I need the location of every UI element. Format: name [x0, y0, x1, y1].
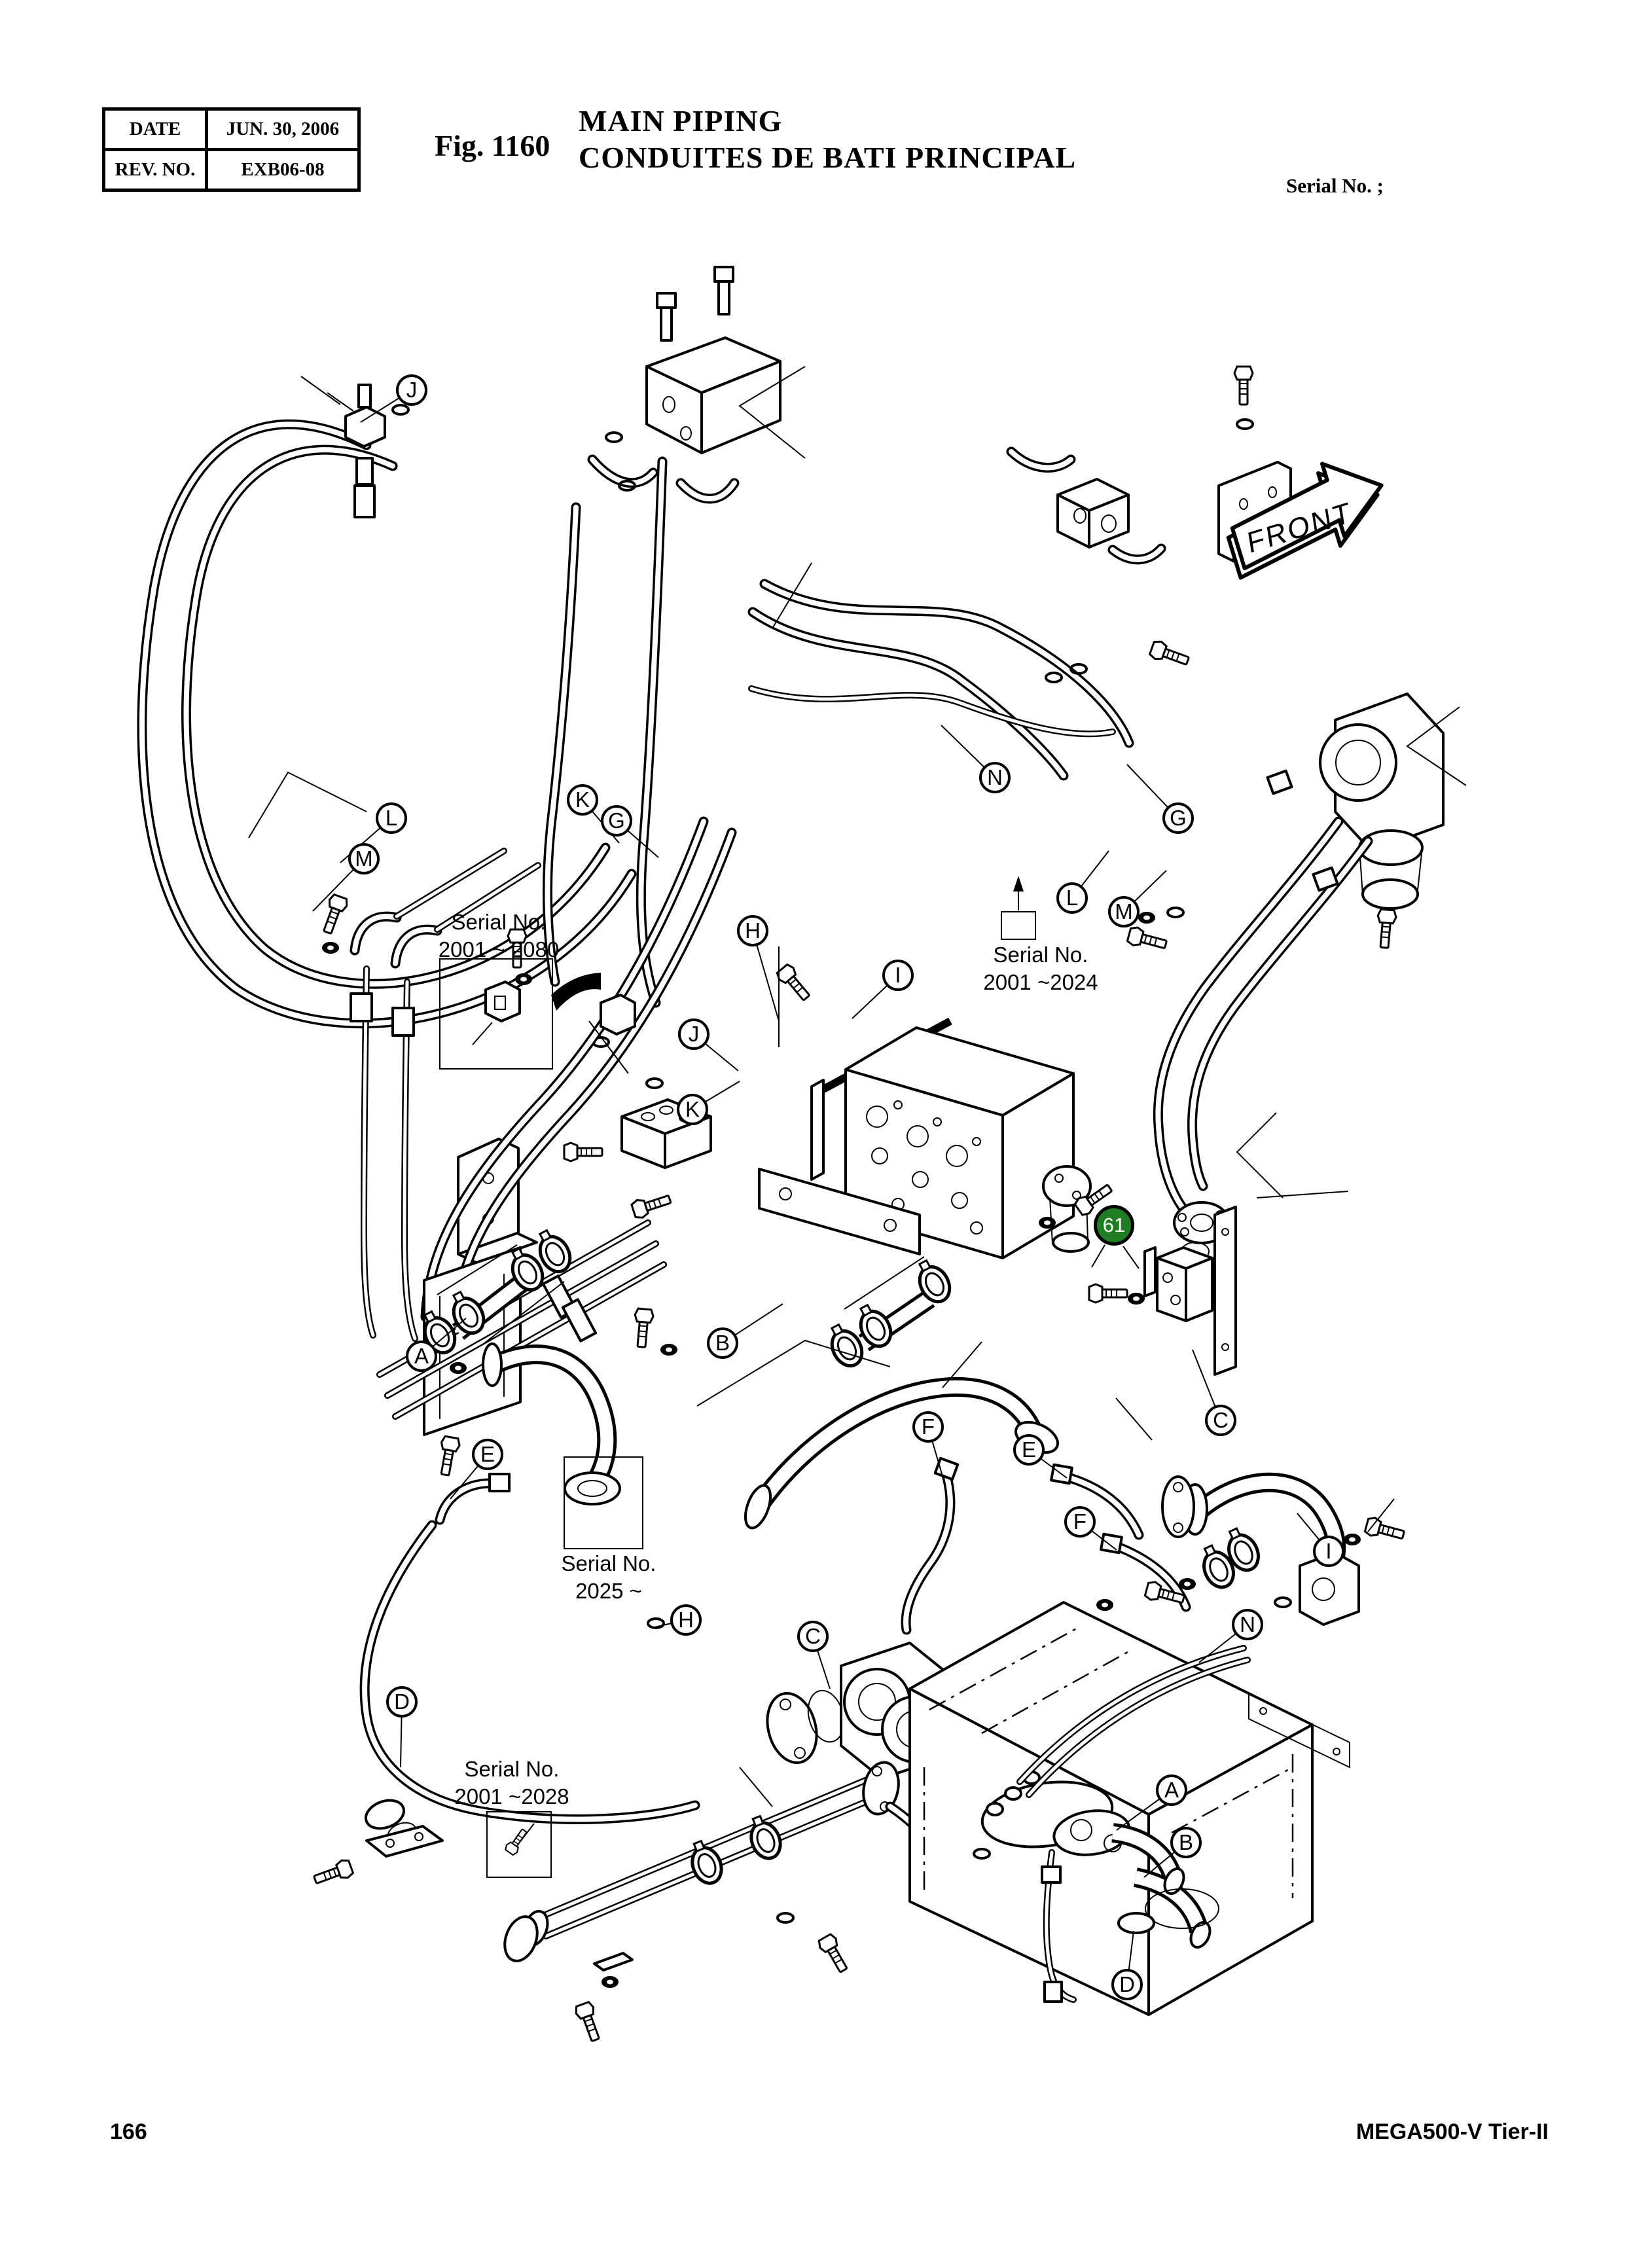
serial-annotation-0: Serial No. 2001 ~ 2080 [387, 909, 610, 963]
serial-annotation-line2: 2025 ~ [575, 1579, 642, 1603]
callout-k-1: K [567, 784, 598, 816]
hose-group-ef [435, 1456, 1264, 1663]
elbow-pipe-center [696, 1339, 1059, 1530]
serial-annotation-line1: Serial No. [561, 1551, 656, 1576]
callout-a-13: A [406, 1341, 437, 1372]
serial-annotation-2: Serial No. 2025 ~ [497, 1550, 720, 1605]
u-pipe-right [1161, 1477, 1407, 1626]
callout-e-18: E [1013, 1434, 1045, 1466]
callout-d-27: D [1111, 1969, 1143, 2000]
hydraulic-tank [908, 1578, 1350, 2016]
top-right-assembly [751, 365, 1467, 950]
callout-i-10: I [882, 960, 914, 991]
callout-j-0: J [396, 374, 427, 406]
revision-table: DATE JUN. 30, 2006 REV. NO. EXB06-08 [102, 107, 361, 192]
callout-m-8: M [1108, 896, 1140, 927]
callout-h-9: H [737, 915, 768, 946]
serial-annotation-line2: 2001 ~2028 [454, 1784, 569, 1809]
valve-group-61 [1039, 1112, 1349, 1376]
page-title-fr: CONDUITES DE BATI PRINCIPAL [579, 141, 1077, 174]
serial-annotation-line1: Serial No. [464, 1757, 560, 1781]
bottom-tube-assembly [503, 1761, 952, 2044]
callout-d-24: D [386, 1686, 418, 1718]
callout-f-16: F [912, 1411, 944, 1443]
callout-c-17: C [1205, 1405, 1236, 1436]
callout-b-26: B [1170, 1827, 1202, 1858]
callout-n-5: N [979, 762, 1011, 793]
serial-note-boxes [439, 876, 1036, 1878]
leader-lines-static [248, 562, 1395, 1807]
callout-c-22: C [797, 1621, 829, 1652]
callout-a-25: A [1156, 1774, 1187, 1806]
serial-annotation-1: Serial No. 2001 ~2024 [929, 941, 1152, 996]
serial-annotation-line2: 2001 ~2024 [983, 970, 1098, 994]
callout-g-2: G [601, 805, 632, 837]
page-title-en: MAIN PIPING [579, 104, 783, 137]
page-number: 166 [110, 2119, 147, 2144]
top-manifold-block [547, 266, 806, 1003]
rev-no-label: REV. NO. [102, 148, 208, 192]
callout-b-14: B [707, 1327, 738, 1359]
serial-annotation-line2: 2001 ~ 2080 [438, 937, 560, 962]
serial-annotation-3: Serial No. 2001 ~2028 [401, 1756, 623, 1810]
callout-j-11: J [678, 1018, 709, 1050]
figure-number: Fig. 1160 [435, 129, 550, 162]
callout-l-3: L [376, 802, 407, 834]
callout-g-6: G [1162, 802, 1194, 834]
date-label: DATE [102, 107, 208, 151]
callout-h-21: H [670, 1604, 702, 1636]
serial-annotation-line1: Serial No. [451, 910, 547, 934]
model-name: MEGA500-V Tier-II [1356, 2119, 1549, 2144]
rev-no-value: EXB06-08 [205, 148, 361, 192]
right-hoses [1125, 769, 1368, 1212]
callout-e-15: E [472, 1439, 503, 1470]
callout-m-4: M [348, 843, 380, 874]
callout-n-23: N [1232, 1609, 1263, 1640]
date-value: JUN. 30, 2006 [205, 107, 361, 151]
clamp-group-b [823, 1256, 956, 1371]
center-valve-block [457, 946, 1075, 1265]
callout-l-7: L [1056, 882, 1088, 914]
serial-number-note: Serial No. ; [1286, 174, 1384, 197]
item-badge-61: 61 [1094, 1205, 1134, 1246]
clamp-group-a [416, 1226, 576, 1358]
hose-group-d-left [311, 1525, 695, 1890]
callout-f-19: F [1064, 1506, 1096, 1538]
serial-annotation-line1: Serial No. [993, 943, 1088, 967]
callout-k-12: K [677, 1094, 708, 1125]
hose-loop-top-left [142, 376, 632, 1024]
callout-i-20: I [1313, 1536, 1344, 1567]
